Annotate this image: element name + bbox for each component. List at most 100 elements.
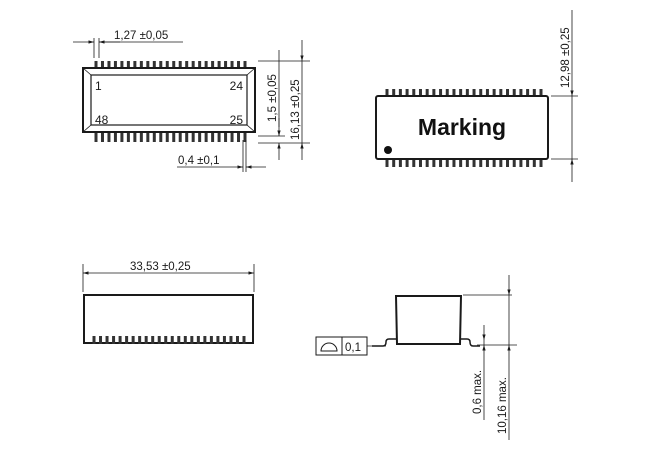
pin <box>131 336 135 344</box>
length-dimension: 33,53 ±0,25 <box>82 261 255 292</box>
pin <box>492 159 496 167</box>
pin <box>99 336 103 344</box>
pin <box>405 159 409 167</box>
pin <box>92 336 96 344</box>
pin <box>209 336 213 344</box>
pin <box>152 61 156 68</box>
pin <box>172 61 176 68</box>
pin <box>459 89 463 96</box>
pin <box>235 336 239 344</box>
end-view: 0,1 0,6 max. 10,16 max. <box>315 275 517 440</box>
pin-width-dimension: 0,4 ±0,1 <box>177 140 266 172</box>
pin <box>211 132 215 142</box>
pin <box>432 89 436 96</box>
profile-surface-icon <box>320 342 338 352</box>
pin <box>198 132 202 142</box>
pin <box>165 61 169 68</box>
pin <box>107 132 111 142</box>
pin <box>164 336 168 344</box>
overall-width-label: 16,13 ±0,25 <box>290 79 302 140</box>
tolerance-frame: 0,1 <box>315 336 386 356</box>
pin <box>418 89 422 96</box>
bottom-pin-row <box>385 159 543 167</box>
pin <box>204 132 208 142</box>
pin <box>146 132 150 142</box>
pin <box>125 336 129 344</box>
pin <box>224 132 228 142</box>
pin <box>112 336 116 344</box>
pin <box>506 89 510 96</box>
pin <box>479 159 483 167</box>
right-lead <box>460 338 480 347</box>
pin <box>126 132 130 142</box>
pin <box>243 61 247 68</box>
pin <box>539 159 543 167</box>
standoff-dimension: 0,6 max. <box>472 325 486 420</box>
pin <box>532 159 536 167</box>
pin <box>118 336 122 344</box>
top-view: 1 24 48 25 1,27 ±0,05 0,4 ±0,1 <box>73 30 310 172</box>
pin <box>139 132 143 142</box>
pin <box>100 132 104 142</box>
pin-25-label: 25 <box>230 113 244 127</box>
pin <box>113 61 117 68</box>
pin <box>479 89 483 96</box>
pin-48-label: 48 <box>95 113 109 127</box>
pin <box>105 336 109 344</box>
pin <box>177 336 181 344</box>
pin <box>445 159 449 167</box>
pin <box>519 159 523 167</box>
pin <box>418 159 422 167</box>
pin <box>465 159 469 167</box>
overall-width-dimension: 16,13 ±0,25 <box>290 40 304 160</box>
pin <box>398 89 402 96</box>
pin <box>472 89 476 96</box>
pin <box>459 159 463 167</box>
package-end-outline <box>394 295 463 345</box>
pin <box>120 61 124 68</box>
pin <box>191 61 195 68</box>
marking-label: Marking <box>418 114 506 140</box>
pin <box>165 132 169 142</box>
pin <box>183 336 187 344</box>
pin <box>146 61 150 68</box>
pin <box>144 336 148 344</box>
pin <box>222 336 226 344</box>
pin <box>230 132 234 142</box>
pin <box>506 159 510 167</box>
pin <box>113 132 117 142</box>
pin <box>203 336 207 344</box>
pin <box>385 159 389 167</box>
pin-24-label: 24 <box>230 79 244 93</box>
pin <box>392 159 396 167</box>
pin <box>385 89 389 96</box>
pin <box>439 159 443 167</box>
pin <box>237 61 241 68</box>
pin <box>217 61 221 68</box>
standoff-label: 0,6 max. <box>472 370 484 414</box>
pin <box>185 61 189 68</box>
pin-length-dimension: 1,5 ±0,05 <box>267 50 281 160</box>
pin <box>204 61 208 68</box>
pin <box>152 132 156 142</box>
pin <box>126 61 130 68</box>
pin <box>412 159 416 167</box>
pin <box>133 61 137 68</box>
pin <box>133 132 137 142</box>
pin <box>151 336 155 344</box>
marking-view: Marking 12,98 ±0,25 <box>375 10 578 182</box>
pin <box>425 159 429 167</box>
body-width-dimension: 12,98 ±0,25 <box>560 10 574 182</box>
pin <box>198 61 202 68</box>
pin-1-label: 1 <box>95 79 102 93</box>
pin <box>485 159 489 167</box>
pin <box>512 159 516 167</box>
package-outline <box>82 67 256 133</box>
pin <box>157 336 161 344</box>
pin <box>100 61 104 68</box>
height-label: 10,16 max. <box>497 377 509 434</box>
pin <box>465 89 469 96</box>
package-inner-outline <box>90 74 248 126</box>
pin <box>512 89 516 96</box>
pin <box>499 89 503 96</box>
